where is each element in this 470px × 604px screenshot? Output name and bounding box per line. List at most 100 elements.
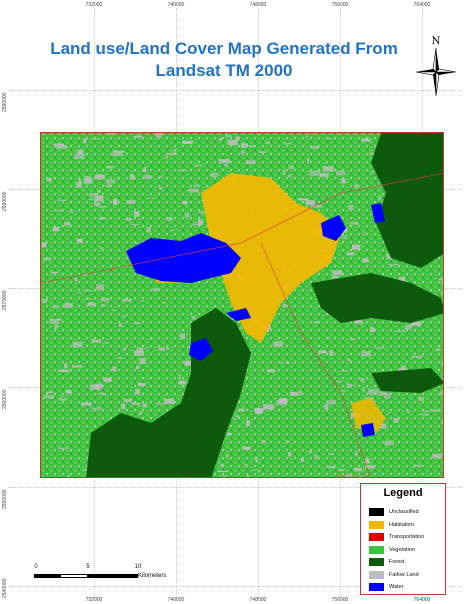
fallow-land-patch (297, 198, 309, 201)
legend-item: Fallow Land (369, 569, 424, 582)
fallow-land-patch (77, 291, 81, 294)
fallow-land-patch (146, 226, 151, 233)
top-tick-label: 732000 (85, 2, 103, 8)
fallow-land-patch (235, 415, 240, 417)
fallow-land-patch (348, 205, 354, 210)
fallow-land-patch (43, 257, 52, 261)
fallow-land-patch (318, 350, 327, 354)
fallow-land-patch (69, 209, 74, 214)
fallow-land-patch (59, 398, 67, 401)
fallow-land-patch (286, 361, 289, 365)
fallow-land-patch (197, 219, 203, 225)
fallow-land-patch (310, 204, 322, 208)
fallow-land-patch (162, 302, 168, 304)
legend-label: Habitation (389, 521, 414, 528)
fallow-land-patch (441, 419, 443, 425)
fallow-land-patch (252, 469, 257, 471)
fallow-land-patch (51, 271, 59, 274)
legend-label: Unclassified (389, 509, 419, 516)
fallow-land-patch (168, 153, 177, 156)
scale-segment (86, 575, 137, 577)
fallow-land-patch (42, 298, 48, 303)
fallow-land-patch (111, 309, 116, 311)
fallow-land-patch (346, 383, 353, 388)
fallow-land-patch (111, 366, 117, 372)
fallow-land-patch (368, 152, 378, 155)
fallow-land-patch (288, 165, 295, 170)
fallow-land-patch (84, 176, 91, 181)
fallow-land-patch (158, 187, 163, 190)
fallow-land-patch (100, 246, 104, 250)
fallow-land-patch (248, 145, 255, 148)
fallow-land-patch (332, 275, 338, 279)
fallow-land-patch (184, 212, 190, 218)
fallow-land-patch (88, 198, 94, 200)
legend-swatch (369, 570, 384, 579)
landcover-map (40, 132, 444, 478)
fallow-land-patch (130, 174, 135, 180)
fallow-land-patch (290, 391, 298, 396)
fallow-land-patch (83, 138, 87, 144)
fallow-land-patch (63, 363, 68, 369)
top-tick-label: 740000 (167, 2, 185, 8)
legend-item: Habitation (369, 519, 424, 532)
fallow-land-patch (374, 347, 386, 349)
scale-bar-graphic (34, 574, 138, 578)
fallow-land-patch (384, 440, 394, 446)
fallow-land-patch (440, 391, 443, 396)
grid-line (8, 90, 462, 91)
fallow-land-patch (117, 357, 122, 359)
fallow-land-patch (238, 408, 245, 412)
fallow-land-patch (383, 392, 391, 399)
fallow-land-patch (130, 224, 140, 226)
fallow-land-patch (431, 409, 442, 412)
legend-swatch (369, 583, 384, 592)
fallow-land-patch (227, 418, 237, 420)
fallow-land-patch (192, 223, 203, 226)
fallow-land-patch (262, 404, 274, 410)
fallow-land-patch (46, 178, 52, 182)
fallow-land-patch (142, 403, 147, 408)
fallow-land-patch (314, 321, 319, 324)
fallow-land-patch (63, 303, 73, 308)
fallow-land-patch (218, 159, 230, 163)
fallow-land-patch (239, 327, 243, 330)
fallow-land-patch (139, 411, 143, 415)
fallow-land-patch (133, 211, 140, 217)
fallow-land-patch (113, 199, 118, 205)
fallow-land-patch (310, 146, 319, 149)
fallow-land-patch (407, 410, 410, 414)
fallow-land-patch (48, 476, 51, 477)
left-tick-label: 2570000 (2, 290, 8, 310)
legend-item: Vegetation (369, 544, 424, 557)
fallow-land-patch (53, 143, 64, 146)
fallow-land-patch (85, 298, 91, 300)
fallow-land-patch (49, 318, 59, 324)
fallow-land-patch (225, 134, 232, 138)
map-legend: Legend Unclassified Habitation Transport… (360, 483, 446, 595)
fallow-land-patch (354, 319, 360, 324)
fallow-land-patch (194, 164, 202, 167)
fallow-land-patch (75, 277, 78, 282)
legend-swatch (369, 520, 384, 529)
fallow-land-patch (388, 264, 398, 266)
legend-swatch (369, 545, 384, 554)
fallow-land-patch (143, 167, 147, 173)
fallow-land-patch (283, 142, 292, 145)
bottom-tick-label: 732000 (85, 597, 103, 603)
fallow-land-patch (106, 165, 114, 169)
fallow-land-patch (423, 410, 429, 413)
fallow-land-patch (155, 133, 162, 138)
fallow-land-patch (362, 387, 365, 392)
legend-swatch (369, 558, 384, 567)
fallow-land-patch (341, 178, 346, 184)
legend-items: Unclassified Habitation Transportation V… (369, 506, 424, 594)
fallow-land-patch (266, 369, 275, 373)
fallow-land-patch (71, 365, 83, 368)
fallow-land-patch (159, 175, 163, 178)
fallow-land-patch (259, 151, 266, 153)
fallow-land-patch (89, 193, 99, 197)
fallow-land-patch (436, 348, 441, 351)
fallow-land-patch (136, 347, 144, 353)
